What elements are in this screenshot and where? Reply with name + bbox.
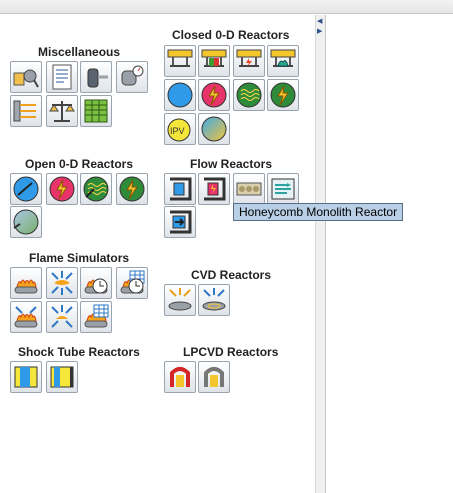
stream-splitter-icon[interactable] bbox=[10, 95, 42, 127]
honeycomb-monolith-reactor-icon[interactable] bbox=[233, 173, 265, 205]
rotating-disk-cvd-icon[interactable] bbox=[198, 284, 230, 316]
lpcvd-heated-reactor-icon[interactable] bbox=[164, 361, 196, 393]
diagram-canvas[interactable] bbox=[327, 15, 453, 493]
pressure-gauge-icon[interactable] bbox=[116, 61, 148, 93]
perfectly-stirred-reactor-icon[interactable] bbox=[10, 173, 42, 205]
group-title-miscellaneous: Miscellaneous bbox=[38, 45, 121, 59]
tooltip: Honeycomb Monolith Reactor bbox=[233, 203, 404, 221]
reflected-shock-icon[interactable] bbox=[46, 361, 78, 393]
opposed-flow-flame-icon[interactable] bbox=[46, 267, 78, 299]
stagnation-flow-flame-icon[interactable] bbox=[10, 301, 42, 333]
open-stirred-wave-reactor-icon[interactable] bbox=[80, 173, 112, 205]
open-partial-stirred-reactor-icon[interactable] bbox=[116, 173, 148, 205]
group-title-flame-simulators: Flame Simulators bbox=[29, 251, 130, 265]
group-title-shock-tube-reactors: Shock Tube Reactors bbox=[18, 345, 140, 359]
flame-speed-calculator-icon[interactable] bbox=[80, 267, 112, 299]
closed-surface-reactor-icon[interactable] bbox=[198, 113, 230, 145]
group-title-flow-reactors: Flow Reactors bbox=[190, 157, 273, 171]
diffusion-flame-table-icon[interactable] bbox=[80, 301, 112, 333]
closed-partial-stirred-reactor-icon[interactable] bbox=[267, 79, 299, 111]
group-title-open-0d-reactors: Open 0-D Reactors bbox=[25, 157, 134, 171]
stagnation-flow-cvd-icon[interactable] bbox=[164, 284, 196, 316]
gas-mixer-icon[interactable] bbox=[10, 61, 42, 93]
closed-piston-striped-reactor-icon[interactable] bbox=[198, 45, 230, 77]
svg-text:IPV: IPV bbox=[170, 126, 185, 136]
expand-right-arrow-icon[interactable]: ▶ bbox=[317, 28, 323, 35]
ipv-reactor-icon[interactable]: IPV bbox=[164, 113, 196, 145]
closed-piston-reactor-icon[interactable] bbox=[164, 45, 196, 77]
lpcvd-reactor-icon[interactable] bbox=[198, 361, 230, 393]
gas-cylinder-icon[interactable] bbox=[80, 61, 112, 93]
closed-homogeneous-reactor-icon[interactable] bbox=[164, 79, 196, 111]
group-title-cvd-reactors: CVD Reactors bbox=[191, 268, 272, 282]
text-document-icon[interactable] bbox=[46, 61, 78, 93]
closed-piston-spark-reactor-icon[interactable] bbox=[233, 45, 265, 77]
flame-speed-table-icon[interactable] bbox=[116, 267, 148, 299]
incident-shock-icon[interactable] bbox=[10, 361, 42, 393]
closed-piston-flame-reactor-icon[interactable] bbox=[267, 45, 299, 77]
group-title-lpcvd-reactors: LPCVD Reactors bbox=[183, 345, 279, 359]
premixed-opposed-flame-icon[interactable] bbox=[46, 301, 78, 333]
group-title-closed-0d-reactors: Closed 0-D Reactors bbox=[172, 28, 290, 42]
spreadsheet-table-icon[interactable] bbox=[80, 95, 112, 127]
closed-pfr-wave-reactor-icon[interactable] bbox=[233, 79, 265, 111]
plasma-flow-reactor-icon[interactable] bbox=[198, 173, 230, 205]
plug-flow-reactor-icon[interactable] bbox=[164, 173, 196, 205]
chemical-vapor-reactor-icon[interactable] bbox=[10, 206, 42, 238]
closed-plasma-reactor-icon[interactable] bbox=[198, 79, 230, 111]
burner-stabilized-flame-icon[interactable] bbox=[10, 267, 42, 299]
balance-scale-icon[interactable] bbox=[46, 95, 78, 127]
model-palette: Miscellaneous Closed 0-D Reactors Open 0… bbox=[0, 15, 315, 493]
open-plasma-reactor-icon[interactable] bbox=[46, 173, 78, 205]
collapse-left-arrow-icon[interactable]: ◀ bbox=[317, 18, 323, 25]
splitter-bar[interactable]: ◀ ▶ bbox=[315, 15, 326, 493]
shear-flow-reactor-icon[interactable] bbox=[267, 173, 299, 205]
top-toolbar-strip bbox=[0, 0, 453, 14]
cylindrical-shear-flow-reactor-icon[interactable] bbox=[164, 206, 196, 238]
